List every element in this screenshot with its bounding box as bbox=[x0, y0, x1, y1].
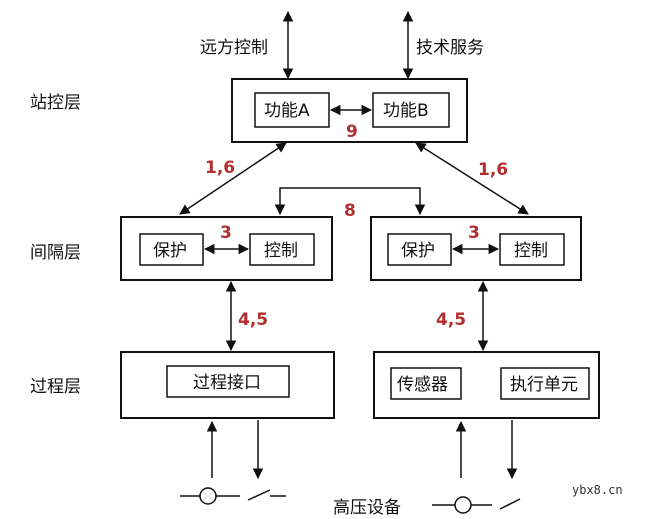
bay-right-link-3-number: 3 bbox=[468, 223, 480, 243]
process-interface-box bbox=[166, 365, 290, 398]
process-interface-label: 过程接口 bbox=[193, 373, 261, 393]
bay-right-box bbox=[370, 216, 582, 281]
actuator-label: 执行单元 bbox=[510, 375, 578, 395]
right-diagonal-arrow bbox=[415, 142, 529, 215]
station-layer-label: 站控层 bbox=[30, 93, 81, 113]
function-a-label: 功能A bbox=[264, 101, 310, 121]
sensor-label: 传感器 bbox=[397, 375, 448, 395]
function-b-box bbox=[372, 92, 450, 128]
hv-equipment-right-symbol bbox=[432, 496, 521, 514]
sensor-box bbox=[390, 367, 462, 400]
bay-left-control-label: 控制 bbox=[264, 241, 298, 261]
watermark-text: ybx8.cn bbox=[572, 483, 623, 497]
hv-equipment-left-symbol bbox=[180, 487, 286, 505]
bay-left-protect-box bbox=[139, 233, 204, 266]
function-b-label: 功能B bbox=[383, 101, 429, 121]
left-diagonal-arrow bbox=[179, 142, 287, 215]
bay-right-protect-label: 保护 bbox=[401, 241, 435, 261]
process-left-box bbox=[120, 351, 335, 419]
link-8-number: 8 bbox=[344, 201, 356, 221]
actuator-box bbox=[500, 367, 590, 400]
link-9-number: 9 bbox=[346, 122, 358, 142]
bay-cross-link bbox=[274, 187, 426, 216]
link-4-5-right-number: 4,5 bbox=[436, 310, 466, 330]
function-a-box bbox=[254, 92, 330, 128]
bay-right-protect-box bbox=[387, 233, 452, 266]
process-right-box bbox=[373, 351, 600, 419]
station-box bbox=[231, 78, 468, 143]
link-4-5-left-number: 4,5 bbox=[238, 310, 268, 330]
bay-left-link-3-number: 3 bbox=[220, 223, 232, 243]
bay-right-control-box bbox=[499, 233, 565, 266]
link-1-6-right-number: 1,6 bbox=[478, 160, 508, 180]
remote-control-label: 远方控制 bbox=[200, 38, 268, 58]
process-layer-label: 过程层 bbox=[30, 377, 81, 397]
bay-right-control-label: 控制 bbox=[514, 241, 548, 261]
bay-layer-label: 间隔层 bbox=[30, 243, 81, 263]
bay-left-control-box bbox=[249, 233, 315, 266]
high-voltage-equipment-label: 高压设备 bbox=[333, 498, 401, 518]
technical-service-label: 技术服务 bbox=[416, 38, 484, 58]
bay-left-box bbox=[120, 216, 333, 281]
link-1-6-left-number: 1,6 bbox=[205, 158, 235, 178]
bay-left-protect-label: 保护 bbox=[153, 241, 187, 261]
